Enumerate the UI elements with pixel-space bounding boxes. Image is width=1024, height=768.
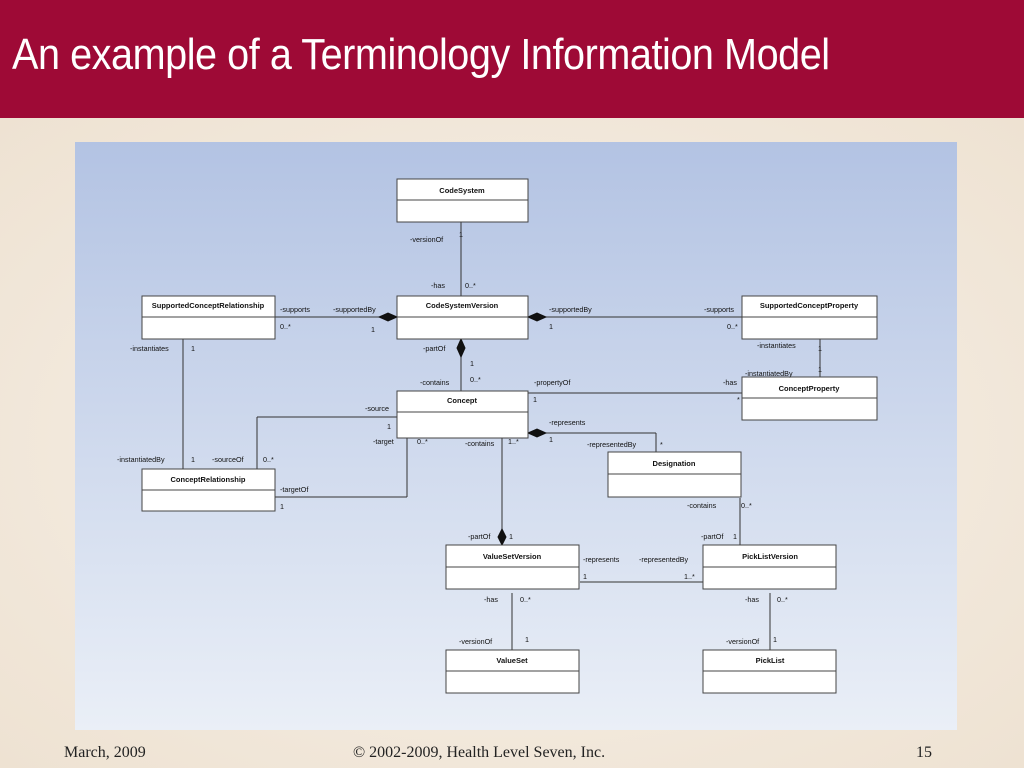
class-name-designation: Designation — [653, 459, 696, 468]
role-label: -supportedBy — [333, 305, 376, 314]
role-label: -instantiates — [757, 341, 796, 350]
role-label: -representedBy — [639, 555, 689, 564]
class-name-pick-list: PickList — [756, 656, 785, 665]
multiplicity-label: 1 — [280, 502, 284, 511]
role-label: -partOf — [468, 532, 490, 541]
multiplicity-label: 1 — [549, 322, 553, 331]
multiplicity-label: * — [660, 440, 663, 449]
class-name-supported-concept-relationship: SupportedConceptRelationship — [152, 301, 265, 310]
diamond-csv-right — [526, 312, 548, 322]
multiplicity-label: 0..* — [777, 595, 788, 604]
role-label: -targetOf — [280, 485, 308, 494]
role-label: -represents — [583, 555, 620, 564]
role-label: -instantiatedBy — [745, 369, 793, 378]
role-label: -supportedBy — [549, 305, 592, 314]
role-label: -sourceOf — [212, 455, 244, 464]
footer-copyright: © 2002-2009, Health Level Seven, Inc. — [353, 744, 606, 761]
role-label: -has — [484, 595, 498, 604]
class-name-concept: Concept — [447, 396, 478, 405]
role-label: -has — [431, 281, 445, 290]
multiplicity-label: 1 — [509, 532, 513, 541]
footer-page-number: 15 — [916, 744, 932, 761]
class-name-value-set: ValueSet — [496, 656, 528, 665]
role-label: -target — [373, 437, 394, 446]
role-label: -contains — [687, 501, 717, 510]
multiplicity-label: 1 — [773, 635, 777, 644]
class-box-concept — [396, 390, 529, 439]
role-label: -contains — [465, 439, 495, 448]
multiplicity-label: 1 — [470, 359, 474, 368]
multiplicity-label: 1 — [533, 395, 537, 404]
role-label: -supports — [280, 305, 310, 314]
multiplicity-label: 0..* — [741, 501, 752, 510]
class-name-concept-property: ConceptProperty — [779, 384, 841, 393]
role-label: -versionOf — [410, 235, 443, 244]
class-name-concept-relationship: ConceptRelationship — [170, 475, 245, 484]
class-name-code-system: CodeSystem — [439, 186, 485, 195]
class-name-pick-list-version: PickListVersion — [742, 552, 798, 561]
footer-date: March, 2009 — [64, 744, 146, 761]
uml-diagram: CodeSystem CodeSystemVersion SupportedCo… — [75, 142, 957, 730]
class-name-value-set-version: ValueSetVersion — [483, 552, 542, 561]
composition-diamonds — [377, 312, 548, 547]
role-label: -versionOf — [726, 637, 759, 646]
role-label: -has — [745, 595, 759, 604]
multiplicity-label: 1 — [818, 365, 822, 374]
role-label: -instantiates — [130, 344, 169, 353]
class-boxes — [141, 178, 878, 694]
multiplicity-label: 0..* — [727, 322, 738, 331]
multiplicity-label: 1..* — [508, 437, 519, 446]
multiplicity-label: 0..* — [465, 281, 476, 290]
diamond-csv-bottom — [456, 337, 466, 359]
role-label: -partOf — [423, 344, 445, 353]
multiplicity-label: 1 — [583, 572, 587, 581]
multiplicity-label: 1 — [191, 344, 195, 353]
role-label: -has — [723, 378, 737, 387]
role-label: -instantiatedBy — [117, 455, 165, 464]
multiplicity-label: 1 — [459, 230, 463, 239]
role-label: -represents — [549, 418, 586, 427]
multiplicity-label: 0..* — [470, 375, 481, 384]
role-label: -source — [365, 404, 389, 413]
role-label: -representedBy — [587, 440, 637, 449]
multiplicity-label: 1 — [818, 344, 822, 353]
multiplicity-label: 1..* — [684, 572, 695, 581]
association-lines — [182, 222, 821, 650]
role-label: -contains — [420, 378, 450, 387]
role-label: -supports — [704, 305, 734, 314]
multiplicity-label: * — [737, 395, 740, 404]
slide-title: An example of a Terminology Information … — [12, 30, 830, 79]
diamond-vsv-top — [497, 527, 507, 547]
multiplicity-label: 0..* — [417, 437, 428, 446]
multiplicity-label: 1 — [525, 635, 529, 644]
multiplicity-label: 0..* — [520, 595, 531, 604]
title-bar: An example of a Terminology Information … — [0, 0, 1024, 118]
class-name-supported-concept-property: SupportedConceptProperty — [760, 301, 859, 310]
multiplicity-label: 1 — [387, 422, 391, 431]
role-label: -versionOf — [459, 637, 492, 646]
multiplicity-label: 1 — [191, 455, 195, 464]
multiplicity-label: 0..* — [263, 455, 274, 464]
multiplicity-label: 0..* — [280, 322, 291, 331]
diamond-concept-right — [526, 428, 548, 438]
role-label: -propertyOf — [534, 378, 570, 387]
diamond-csv-left — [377, 312, 399, 322]
multiplicity-label: 1 — [549, 435, 553, 444]
role-label: -partOf — [701, 532, 723, 541]
multiplicity-label: 1 — [371, 325, 375, 334]
class-name-code-system-version: CodeSystemVersion — [426, 301, 499, 310]
multiplicity-label: 1 — [733, 532, 737, 541]
